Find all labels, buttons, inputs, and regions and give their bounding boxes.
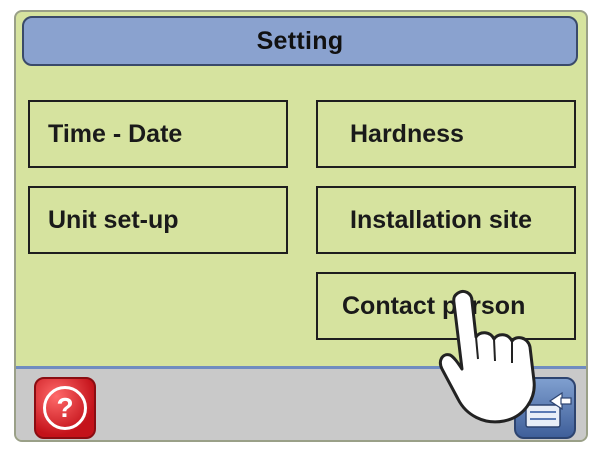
time-date-button[interactable]: Time - Date [28,100,288,168]
settings-screen: Setting Time - Date Hardness Unit set-up… [14,10,588,442]
contact-person-button[interactable]: Contact person [316,272,576,340]
unit-setup-button[interactable]: Unit set-up [28,186,288,254]
installation-site-button[interactable]: Installation site [316,186,576,254]
bottom-toolbar: ? [16,366,586,440]
help-button[interactable]: ? [34,377,96,439]
back-button[interactable] [514,377,576,439]
back-arrow-icon [525,391,572,428]
question-mark-icon: ? [43,386,87,430]
hardness-button[interactable]: Hardness [316,100,576,168]
page-title: Setting [22,16,578,66]
